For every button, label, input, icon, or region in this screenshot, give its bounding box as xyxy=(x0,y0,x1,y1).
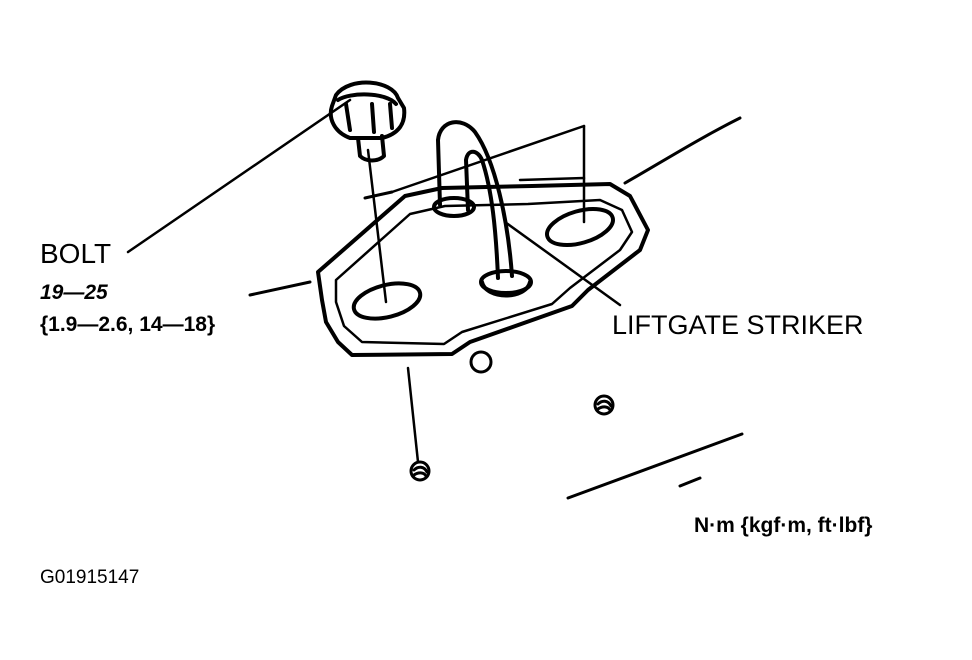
bolt-torque-nm: 19—25 xyxy=(40,281,108,304)
body-panel-lines xyxy=(248,116,744,500)
bolt-torque-alt-units: {1.9—2.6, 14—18} xyxy=(40,313,216,336)
bolt-label: BOLT xyxy=(40,238,112,269)
bolt xyxy=(328,80,407,163)
leader-lines xyxy=(126,98,622,464)
units-legend: N·m {kgf·m, ft·lbf} xyxy=(694,514,873,537)
figure-id: G01915147 xyxy=(40,567,140,588)
liftgate-striker-label: LIFTGATE STRIKER xyxy=(612,310,864,340)
striker-base-plate xyxy=(316,182,650,374)
panel-fastener-holes xyxy=(409,394,615,482)
